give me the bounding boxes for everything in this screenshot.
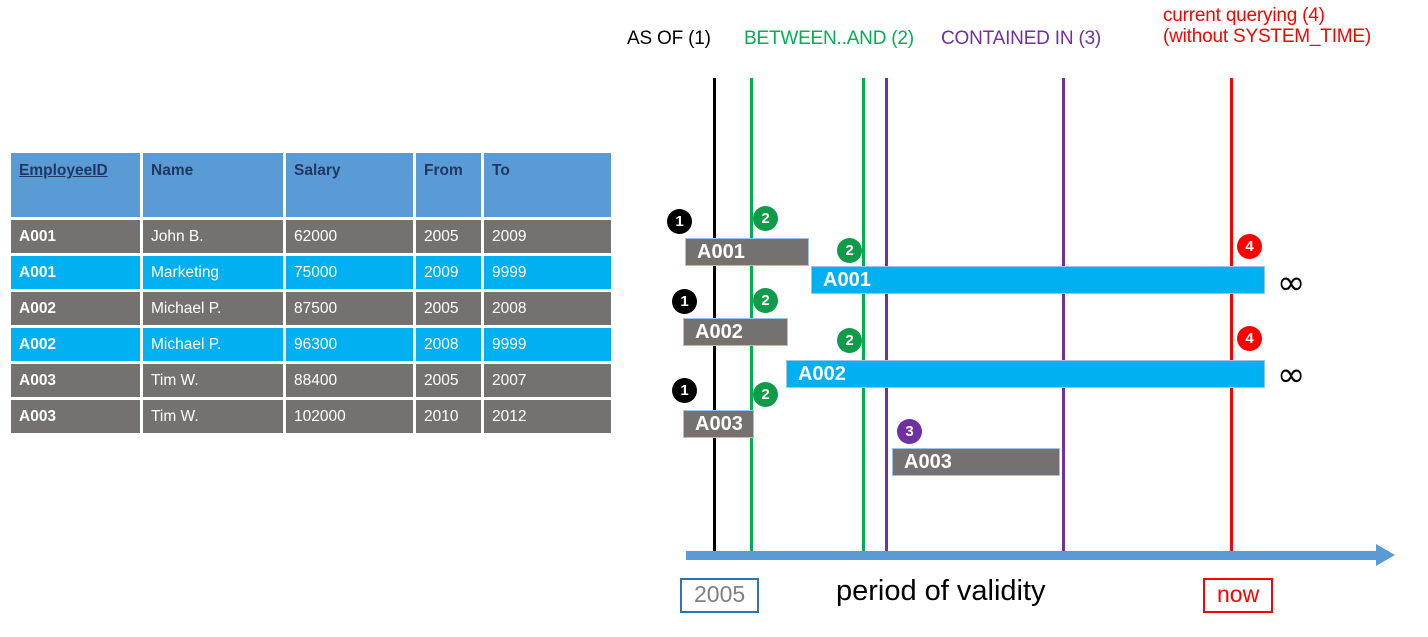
table-cell-to: 2012 (484, 400, 611, 433)
table-cell-salary: 88400 (286, 364, 413, 397)
table-cell-employeeid: A001 (11, 256, 140, 289)
marker-2-a001-curr: 2 (837, 238, 862, 263)
table-cell-to: 9999 (484, 328, 611, 361)
between-start-line (750, 78, 753, 556)
marker-2-a001: 2 (753, 206, 778, 231)
marker-4-a001: 4 (1237, 234, 1262, 259)
table-cell-name: Marketing (143, 256, 283, 289)
table-header: EmployeeID Name Salary From To (11, 153, 611, 217)
bar-a003-new: A003 (892, 448, 1060, 476)
legend-between-and: BETWEEN..AND (2) (744, 28, 914, 49)
column-header-name: Name (143, 153, 283, 217)
contained-start-line (885, 78, 888, 556)
as-of-line (713, 78, 716, 556)
timeline-start-label: 2005 (680, 578, 760, 614)
bar-a002-curr-label: A002 (798, 362, 846, 385)
table-cell-employeeid: A002 (11, 328, 140, 361)
table-cell-to: 2007 (484, 364, 611, 397)
column-header-to: To (484, 153, 611, 217)
table-cell-from: 2005 (416, 220, 481, 253)
table-header-row: EmployeeID Name Salary From To (11, 153, 611, 217)
marker-1-a002: 1 (672, 289, 697, 314)
marker-1-a003: 1 (672, 378, 697, 403)
timeline-axis-arrow-icon (1376, 544, 1395, 566)
table-cell-salary: 96300 (286, 328, 413, 361)
bar-a002-curr: A002 (786, 360, 1265, 388)
table-cell-employeeid: A001 (11, 220, 140, 253)
legend-current-querying: current querying (4) (without SYSTEM_TIM… (1163, 5, 1371, 48)
table-cell-from: 2005 (416, 364, 481, 397)
timeline-caption: period of validity (836, 575, 1046, 607)
timeline-axis (686, 551, 1376, 560)
infinity-a001: ∞ (1277, 263, 1306, 303)
bar-a003-new-label: A003 (904, 450, 952, 473)
table-cell-salary: 75000 (286, 256, 413, 289)
bar-a002-old: A002 (683, 318, 788, 346)
column-header-employeeid: EmployeeID (11, 153, 140, 217)
marker-2-a002: 2 (753, 288, 778, 313)
marker-3-a003: 3 (897, 419, 922, 444)
bar-a001-old-label: A001 (697, 240, 745, 263)
now-line (1230, 78, 1233, 556)
column-header-salary: Salary (286, 153, 413, 217)
table-cell-salary: 87500 (286, 292, 413, 325)
bar-a001-curr: A001 (811, 266, 1265, 294)
infinity-a002: ∞ (1277, 355, 1306, 395)
table-cell-name: Tim W. (143, 400, 283, 433)
marker-2-a003: 2 (753, 382, 778, 407)
marker-2-a002-curr: 2 (837, 328, 862, 353)
table-cell-employeeid: A003 (11, 364, 140, 397)
bar-a002-old-label: A002 (695, 320, 743, 343)
legend-current-querying-line2: (without SYSTEM_TIME) (1163, 26, 1372, 48)
legend-contained-in: CONTAINED IN (3) (941, 28, 1102, 49)
table-cell-from: 2005 (416, 292, 481, 325)
bar-a001-old: A001 (685, 238, 809, 266)
table-cell-to: 2009 (484, 220, 611, 253)
table-cell-salary: 62000 (286, 220, 413, 253)
table-cell-salary: 102000 (286, 400, 413, 433)
table-cell-name: John B. (143, 220, 283, 253)
between-end-line (862, 78, 865, 556)
contained-end-line (1062, 78, 1065, 556)
table-cell-from: 2009 (416, 256, 481, 289)
table-cell-name: Michael P. (143, 292, 283, 325)
legend-as-of: AS OF (1) (627, 28, 711, 49)
legend-current-querying-line1: current querying (4) (1163, 5, 1325, 26)
table-cell-employeeid: A002 (11, 292, 140, 325)
table-cell-name: Tim W. (143, 364, 283, 397)
table-cell-from: 2008 (416, 328, 481, 361)
bar-a001-curr-label: A001 (823, 268, 871, 291)
table-cell-to: 9999 (484, 256, 611, 289)
table-cell-employeeid: A003 (11, 400, 140, 433)
bar-a003-old: A003 (683, 410, 754, 438)
marker-4-a002: 4 (1237, 326, 1262, 351)
table-cell-from: 2010 (416, 400, 481, 433)
column-header-from: From (416, 153, 481, 217)
table-cell-to: 2008 (484, 292, 611, 325)
table-cell-name: Michael P. (143, 328, 283, 361)
marker-1-a001: 1 (667, 209, 692, 234)
bar-a003-old-label: A003 (695, 412, 743, 435)
column-header-employeeid-label: EmployeeID (19, 162, 108, 179)
timeline-now-label: now (1203, 578, 1274, 614)
